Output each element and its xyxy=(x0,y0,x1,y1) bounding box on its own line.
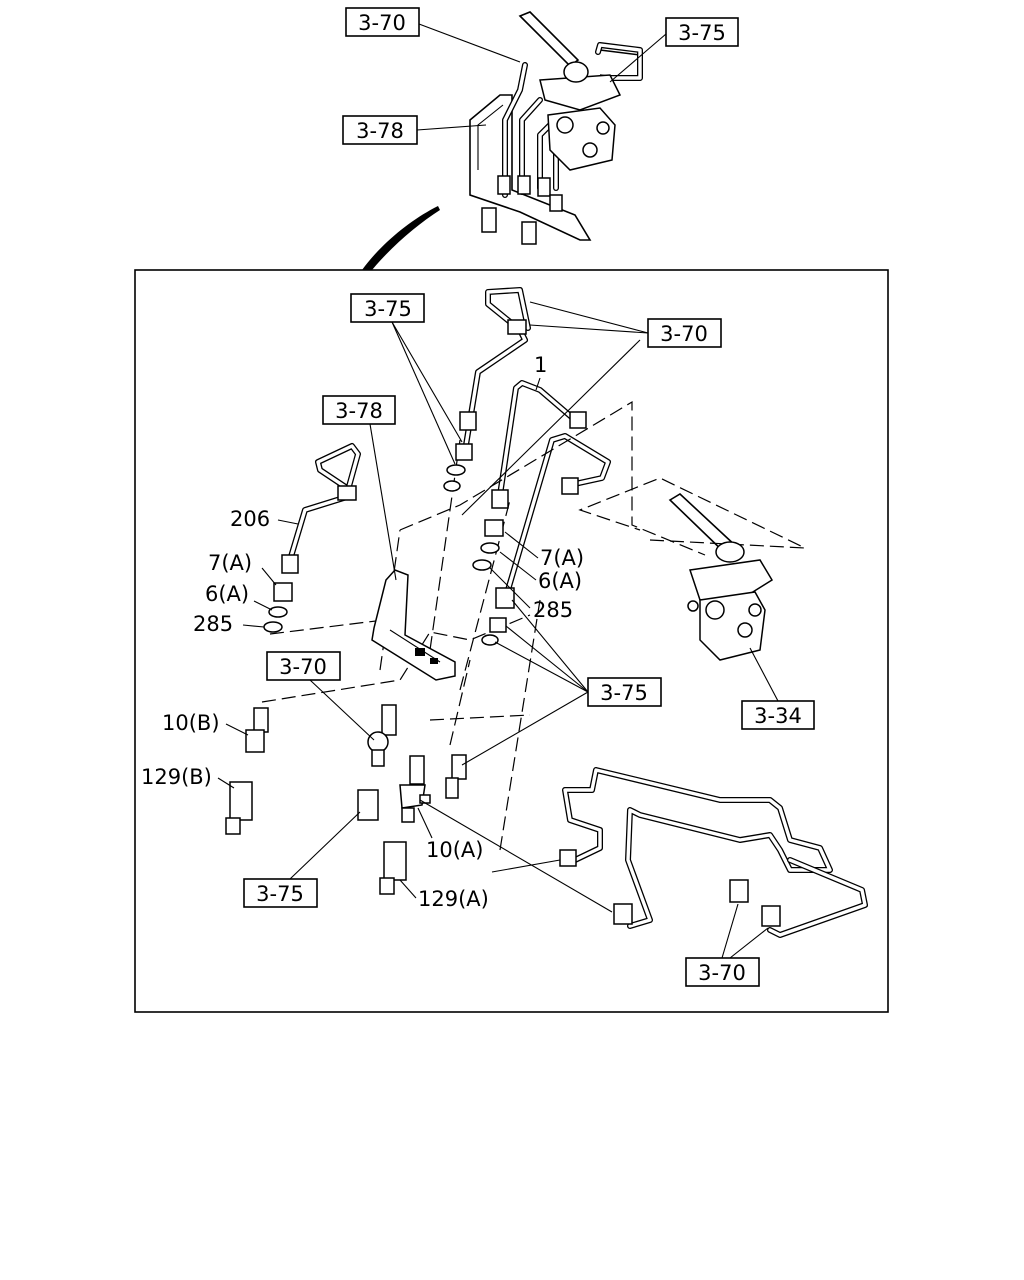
svg-text:3-70: 3-70 xyxy=(358,11,406,35)
detail-pointer xyxy=(362,206,440,270)
svg-text:3-78: 3-78 xyxy=(335,399,383,423)
svg-text:3-75: 3-75 xyxy=(256,882,304,906)
svg-text:10(B): 10(B) xyxy=(162,711,220,735)
bracket-plate xyxy=(371,569,456,681)
part-7a-left-label: 7(A) xyxy=(208,551,277,586)
part-285-right-label: 285 xyxy=(489,567,573,622)
svg-text:3-34: 3-34 xyxy=(754,704,802,728)
detail-frame xyxy=(134,269,889,1013)
part-285-left-label: 285 xyxy=(193,612,265,636)
svg-text:1: 1 xyxy=(534,353,547,377)
ref-box-3-70-top: 3-70 xyxy=(345,7,521,63)
svg-text:7(A): 7(A) xyxy=(540,546,584,570)
part-206-label: 206 xyxy=(230,507,299,531)
distribution-valve xyxy=(668,493,774,661)
ref-box-3-70-bottom: 3-70 xyxy=(685,903,769,987)
svg-text:3-70: 3-70 xyxy=(698,961,746,985)
svg-text:129(A): 129(A) xyxy=(418,887,489,911)
svg-text:3-70: 3-70 xyxy=(279,655,327,679)
ref-box-3-78-top: 3-78 xyxy=(342,115,487,145)
ref-box-3-75-right: 3-75 xyxy=(461,599,662,766)
part-129b-label: 129(B) xyxy=(141,765,235,789)
svg-text:6(A): 6(A) xyxy=(538,569,582,593)
part-10a-label: 10(A) xyxy=(417,807,483,862)
part-6a-right-label: 6(A) xyxy=(499,551,582,593)
part-1-label: 1 xyxy=(534,353,547,391)
part-7a-right-label: 7(A) xyxy=(504,531,584,570)
svg-text:3-78: 3-78 xyxy=(356,119,404,143)
svg-text:3-75: 3-75 xyxy=(364,297,412,321)
leader-tee-pipe xyxy=(419,799,613,913)
part-129a-label: 129(A) xyxy=(399,879,489,911)
ref-box-3-70-upper: 3-70 xyxy=(461,301,722,516)
ref-box-3-75-bottom: 3-75 xyxy=(243,811,361,908)
pipes-detail xyxy=(287,287,868,938)
svg-text:285: 285 xyxy=(533,598,573,622)
svg-text:7(A): 7(A) xyxy=(208,551,252,575)
svg-text:6(A): 6(A) xyxy=(205,582,249,606)
ref-box-3-75-top: 3-75 xyxy=(609,17,739,83)
svg-text:3-75: 3-75 xyxy=(678,21,726,45)
part-10b-label: 10(B) xyxy=(162,711,249,736)
ref-box-3-34: 3-34 xyxy=(741,647,815,730)
svg-text:206: 206 xyxy=(230,507,270,531)
ref-box-3-78-detail: 3-78 xyxy=(322,395,397,581)
ref-box-3-70-middle: 3-70 xyxy=(266,651,375,741)
part-6a-left-label: 6(A) xyxy=(205,582,273,611)
overview-assembly xyxy=(469,11,643,245)
leader-pipe-nut xyxy=(491,859,561,873)
svg-text:3-70: 3-70 xyxy=(660,322,708,346)
svg-text:129(B): 129(B) xyxy=(141,765,212,789)
svg-text:285: 285 xyxy=(193,612,233,636)
ref-box-3-75-upper: 3-75 xyxy=(350,293,463,465)
svg-text:10(A): 10(A) xyxy=(426,838,483,862)
fittings xyxy=(225,319,781,927)
svg-text:3-75: 3-75 xyxy=(600,681,648,705)
